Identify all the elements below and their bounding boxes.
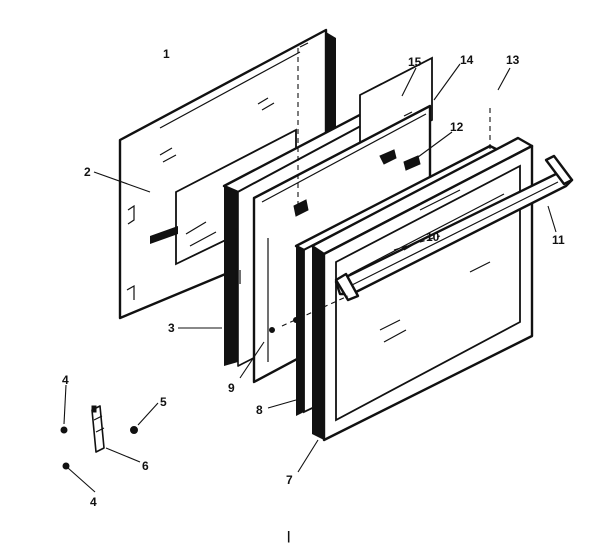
panel-screws: [269, 317, 299, 333]
footer-mark: |: [287, 529, 290, 543]
callout-2: 2: [84, 165, 91, 179]
assembly-lines: [281, 48, 491, 327]
callout-9: 9: [228, 381, 235, 395]
leader-lines: [63, 63, 557, 493]
screw-4-top: [60, 426, 68, 434]
callout-11: 11: [552, 233, 565, 247]
glass-pane-15: [359, 56, 433, 158]
callout-10: 10: [426, 230, 440, 244]
screw-4-bottom: [62, 462, 70, 470]
callout-labels: 1 2 3 4 4 5 6 7 8 9 10 11 12 13 14 15 |: [62, 47, 565, 543]
callout-7: 7: [286, 473, 293, 487]
callout-15: 15: [408, 55, 422, 69]
callout-13: 13: [506, 53, 520, 67]
callout-5: 5: [160, 395, 167, 409]
nut-5: [130, 426, 138, 434]
hinge-hardware: [60, 405, 138, 470]
callout-4-top: 4: [62, 373, 69, 387]
callout-1: 1: [163, 47, 170, 61]
callout-14: 14: [460, 53, 474, 67]
callout-8: 8: [256, 403, 263, 417]
callout-4-bottom: 4: [90, 495, 97, 509]
glass-clips: [293, 149, 421, 217]
callout-12: 12: [450, 120, 464, 134]
callout-6: 6: [142, 459, 149, 473]
callout-3: 3: [168, 321, 175, 335]
